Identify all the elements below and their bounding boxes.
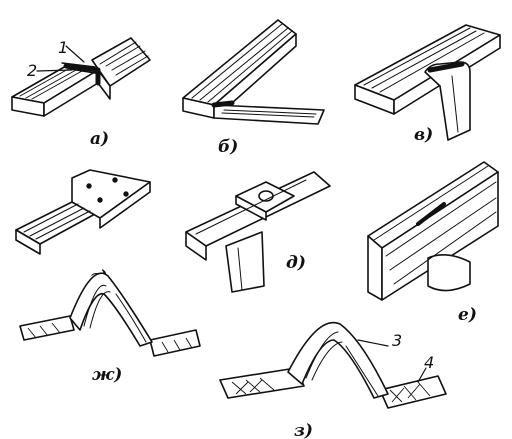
callout-1: 1 — [58, 38, 68, 57]
panel-b-angle-weld — [182, 19, 325, 125]
panel-b-caption: б) — [218, 137, 238, 157]
panel-zh-caption: ж) — [92, 365, 122, 385]
panel-a-butt-weld — [11, 37, 151, 117]
panel-v-caption: в) — [414, 125, 433, 145]
callout-3: 3 — [392, 331, 402, 350]
panel-g-bolted-lap — [15, 169, 151, 255]
panel-e-channel-weld — [367, 161, 499, 301]
callout-2: 2 — [27, 61, 37, 80]
panel-a-caption: а) — [90, 129, 109, 149]
panel-d-caption: д) — [286, 253, 306, 273]
panel-e-caption: е) — [458, 305, 477, 325]
callout-4: 4 — [424, 353, 434, 372]
panel-d-bolted-tee — [185, 171, 331, 293]
panel-v-tee-weld — [354, 24, 501, 141]
panel-z-caption: з) — [294, 421, 313, 439]
panel-zh-flexible-laminate — [19, 272, 201, 357]
panel-z-flexible-welded-ends — [219, 321, 447, 409]
